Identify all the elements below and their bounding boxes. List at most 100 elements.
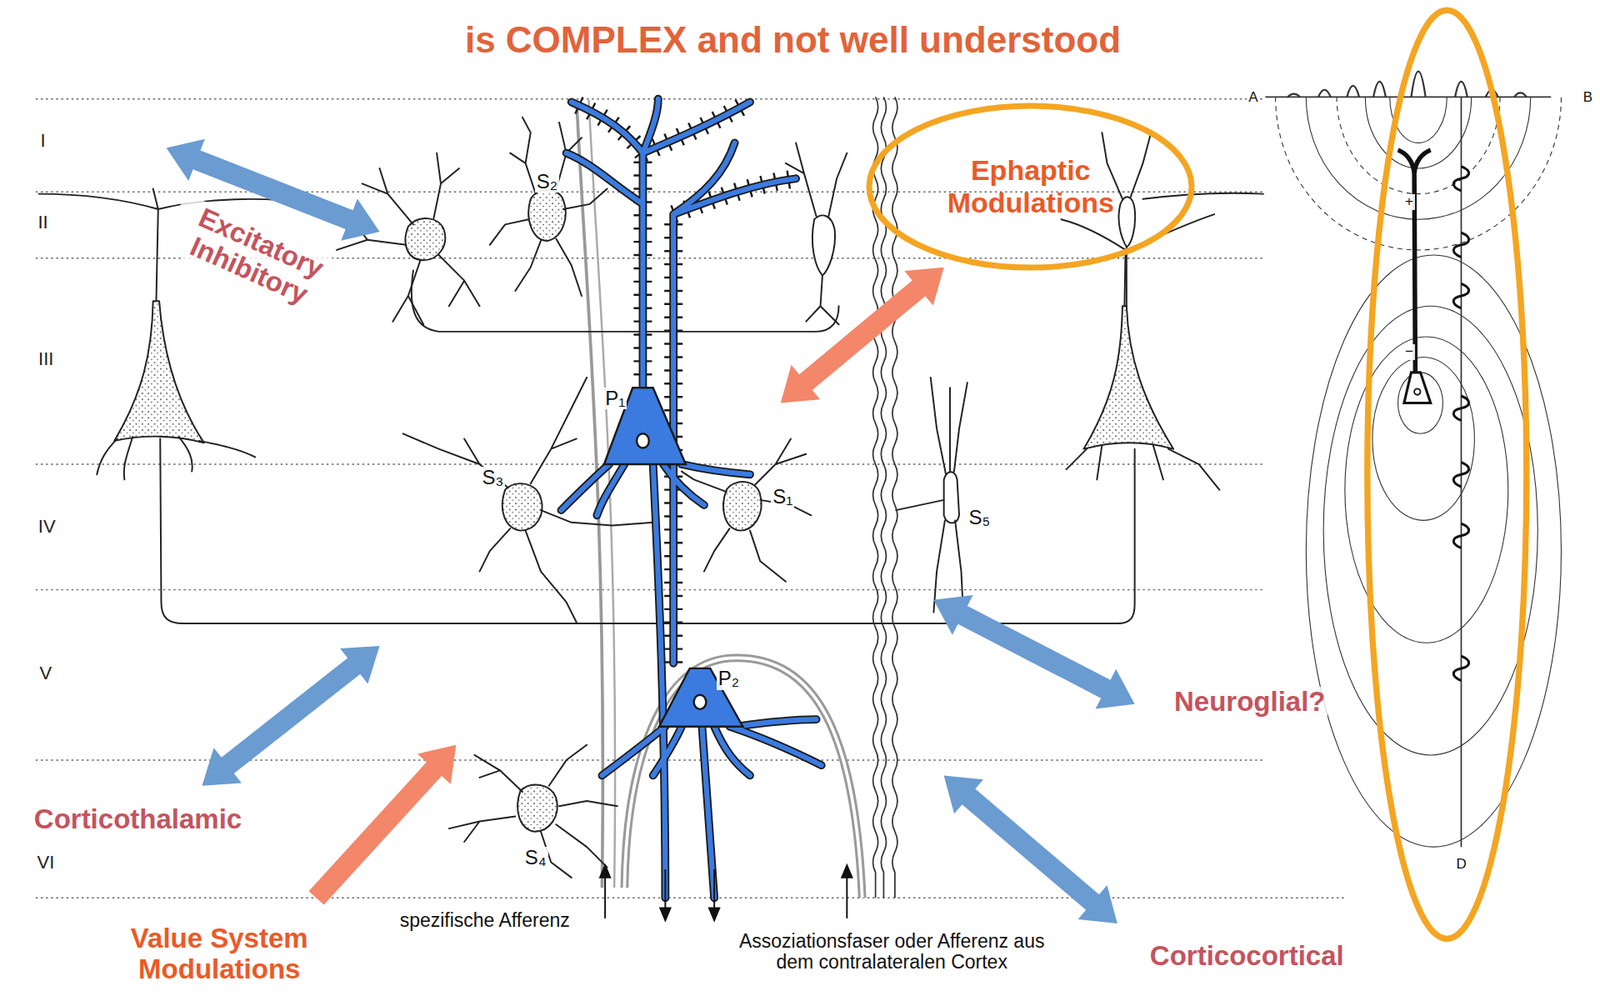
black-neurons-part	[1119, 196, 1136, 247]
pyramidal-somata-part	[604, 387, 686, 465]
field-diagram	[1265, 71, 1561, 847]
pyramidal-outline	[560, 99, 821, 899]
afferent-arrows-part	[664, 869, 666, 910]
afferent-arrows	[600, 865, 852, 920]
association-fibers-part	[873, 96, 879, 898]
layer-numeral: IV	[36, 516, 58, 537]
double-arrow	[780, 267, 945, 404]
black-neurons-part	[336, 153, 480, 325]
black-neurons-part	[812, 215, 835, 275]
cell-label: S₃	[480, 466, 505, 489]
field-diagram-part	[1265, 95, 1551, 98]
pyramidal-somata-part	[659, 668, 743, 727]
pyramidal-fill-part	[601, 719, 821, 898]
fiber-caption: spezifische Afferenz	[398, 910, 572, 931]
field-label: A	[1246, 90, 1260, 106]
afferent-arrows-part	[709, 908, 720, 921]
fiber-caption: Assoziationsfaser oder Afferenz aus dem …	[727, 930, 1056, 974]
pyramidal-outline-part	[566, 99, 750, 429]
pyramidal-fill	[560, 99, 821, 899]
layer-boundaries-part	[35, 589, 1266, 590]
cell-label: S₂	[535, 170, 560, 193]
field-label: B	[1581, 90, 1595, 106]
pyramidal-fill-part	[560, 464, 750, 898]
black-neurons-part	[895, 377, 968, 613]
cell-label: S₁	[770, 485, 795, 508]
node-text: Ephaptic Modulations	[926, 154, 1135, 220]
pyramidal-somata	[604, 387, 744, 726]
callout-label: Value System Modulations	[92, 923, 346, 985]
field-diagram-part	[1372, 356, 1475, 520]
cell-label: P₂	[716, 667, 741, 690]
pyramidal-outline-part	[673, 142, 796, 663]
ellipse-callout: Ephaptic Modulations	[865, 102, 1195, 271]
ellipse-outline-shape	[869, 105, 1192, 268]
afferent-arrows-part	[600, 865, 610, 878]
field-diagram-part	[1460, 96, 1463, 847]
black-neurons-part	[1060, 214, 1220, 490]
black-neurons-part	[449, 745, 618, 878]
field-diagram-part	[1398, 372, 1444, 434]
black-neurons-part	[681, 438, 812, 581]
cell-label: S₄	[523, 846, 549, 869]
pyramidal-spines	[571, 101, 796, 663]
cell-label: P₁	[603, 387, 627, 410]
double-arrow	[944, 775, 1118, 924]
field-diagram-part	[1275, 96, 1562, 250]
double-arrow	[933, 595, 1135, 710]
layer-numeral: III	[36, 349, 55, 370]
afferent-arrows-part	[841, 865, 852, 878]
association-fibers-part	[892, 96, 898, 898]
afferent-arrows-part	[713, 869, 715, 910]
callout-label: Corticothalamic	[32, 804, 244, 835]
black-neurons-part	[785, 142, 847, 325]
afferent-arrows-part	[845, 875, 848, 918]
afferent-arrows-part	[604, 875, 606, 918]
field-label: D	[1454, 856, 1468, 873]
layer-boundaries	[35, 99, 1347, 899]
callout-label: Corticocortical	[1148, 940, 1346, 971]
field-diagram-part	[1398, 150, 1431, 373]
layer-numeral: VI	[35, 852, 57, 873]
callout-label: Neuroglial?	[1172, 686, 1328, 717]
page-title: is COMPLEX and not well understood	[465, 19, 1121, 62]
layer-numeral: I	[38, 130, 47, 151]
field-diagram-part	[1323, 305, 1538, 755]
single-arrow	[309, 745, 457, 905]
field-label: −	[1403, 344, 1415, 360]
pyramidal-fill-part	[566, 99, 750, 429]
pyramidal-somata-part	[694, 695, 707, 710]
field-diagram-part	[1414, 388, 1420, 395]
black-neurons-part	[1083, 305, 1174, 449]
highlight-ellipse	[1367, 10, 1527, 939]
grey-fibers	[576, 100, 863, 898]
black-neurons-part	[160, 438, 1135, 624]
field-diagram-part	[1453, 166, 1469, 681]
field-diagram-part	[1404, 372, 1431, 404]
black-neurons-part	[517, 785, 558, 832]
layer-numeral: II	[35, 212, 50, 233]
pyramidal-outline-part	[601, 719, 821, 898]
black-neurons-part	[723, 481, 762, 531]
double-arrow	[201, 645, 380, 786]
black-neurons-part	[405, 218, 445, 260]
pyramidal-somata-part	[636, 433, 650, 448]
pyramidal-fill-part	[673, 142, 796, 663]
afferent-arrows-part	[660, 908, 670, 921]
field-label: +	[1403, 194, 1415, 210]
black-neurons-part	[96, 436, 255, 480]
pyramidal-outline-part	[560, 464, 750, 898]
layer-boundaries-part	[35, 98, 1266, 100]
black-neurons-part	[490, 117, 608, 296]
layer-boundaries-part	[35, 897, 1347, 899]
layer-numeral: V	[38, 663, 55, 684]
black-neurons-part	[528, 190, 565, 241]
field-diagram-part	[1336, 96, 1500, 194]
black-neurons-part	[502, 483, 543, 530]
cell-label: S₅	[967, 506, 993, 529]
black-neurons-part	[114, 300, 205, 443]
black-neurons-part	[403, 377, 654, 623]
